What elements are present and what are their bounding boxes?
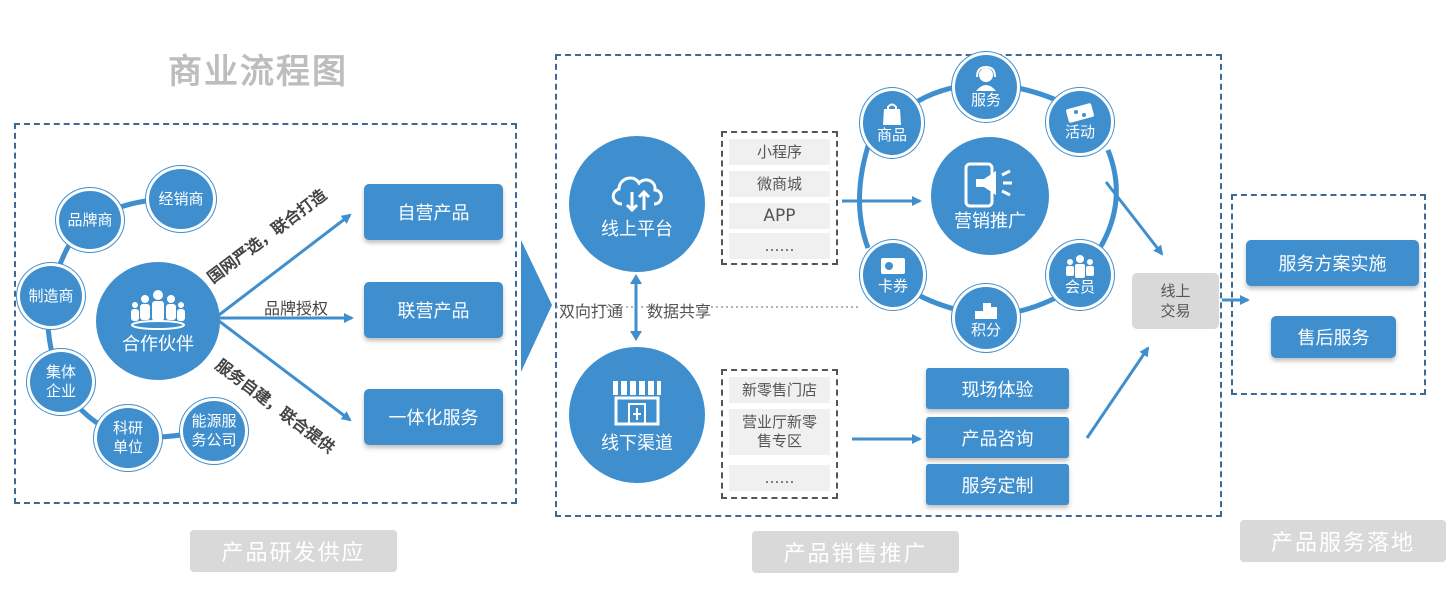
- online-trade-label: 线上交易: [1160, 282, 1191, 320]
- product-self-operated: 自营产品: [364, 184, 503, 240]
- marketing-center-label: 营销推广: [954, 210, 1026, 232]
- link-label-bidirectional: 双向打通: [559, 302, 624, 321]
- group-icon: [131, 289, 185, 330]
- offline-channel-node: 线下渠道: [569, 347, 705, 483]
- marketing-activity-node: 活动: [1046, 88, 1114, 156]
- list-item: 营业厅新零售专区: [729, 409, 830, 455]
- section-label-sales: 产品销售推广: [752, 531, 959, 573]
- list-item: 微商城: [729, 171, 830, 197]
- sales-section-box: [555, 54, 1222, 517]
- marketing-member-node: 会员: [1046, 240, 1114, 310]
- card-icon: [881, 257, 905, 274]
- service-plan-implementation: 服务方案实施: [1246, 240, 1419, 286]
- product-joint-operated: 联营产品: [364, 282, 503, 338]
- partners-center-label: 合作伙伴: [122, 333, 194, 355]
- after-sales-service: 售后服务: [1271, 316, 1396, 358]
- marketing-ring-label: 商品: [876, 125, 907, 144]
- partner-label: 制造商: [28, 286, 74, 305]
- list-item: 新零售门店: [729, 377, 830, 403]
- offline-channel-label: 线下渠道: [601, 432, 673, 454]
- partner-node-energy: 能源服务公司: [180, 398, 248, 464]
- marketing-ring-label: 活动: [1064, 122, 1095, 141]
- mode-label-brand-license: 品牌授权: [264, 299, 329, 318]
- marketing-service-node: 服务: [952, 52, 1020, 122]
- offline-service-experience: 现场体验: [926, 368, 1069, 409]
- partner-node-distributor: 经销商: [146, 166, 216, 232]
- marketing-ring-label: 服务: [970, 90, 1001, 109]
- partner-label: 品牌商: [67, 210, 113, 229]
- ticket-icon: [1066, 102, 1094, 123]
- marketing-ring-label: 卡券: [877, 276, 908, 295]
- partner-label: 经销商: [158, 189, 204, 208]
- offline-service-consulting: 产品咨询: [926, 417, 1069, 458]
- members-icon: [1066, 254, 1094, 278]
- offline-items-list: 新零售门店 营业厅新零售专区 ……: [721, 369, 838, 499]
- partner-node-brand: 品牌商: [56, 188, 124, 252]
- page-title: 商业流程图: [168, 52, 348, 92]
- customer-service-icon: [976, 65, 996, 91]
- shopping-bag-icon: [883, 103, 901, 125]
- partner-node-manufacturer: 制造商: [17, 263, 85, 329]
- cloud-upload-icon: [611, 176, 663, 212]
- partners-center-node: 合作伙伴: [96, 262, 220, 380]
- rd-section-box: [14, 123, 517, 504]
- partner-label: 能源服务公司: [191, 412, 237, 449]
- section-label-service: 产品服务落地: [1240, 520, 1446, 562]
- marketing-ring-label: 积分: [970, 320, 1001, 339]
- online-platform-node: 线上平台: [569, 136, 705, 272]
- partner-label: 科研单位: [112, 419, 143, 456]
- online-trade-box: 线上交易: [1132, 273, 1219, 329]
- list-item: ……: [729, 233, 830, 259]
- partner-node-research: 科研单位: [94, 405, 162, 471]
- marketing-goods-node: 商品: [860, 88, 924, 158]
- list-item: ……: [729, 465, 830, 491]
- marketing-ring-label: 会员: [1064, 277, 1095, 296]
- offline-service-customization: 服务定制: [926, 464, 1069, 505]
- coins-icon: [975, 302, 997, 319]
- product-integrated-service: 一体化服务: [364, 389, 503, 445]
- marketing-center-node: 营销推广: [931, 137, 1049, 255]
- link-label-data-sharing: 数据共享: [647, 302, 712, 321]
- section-label-rd: 产品研发供应: [190, 530, 397, 572]
- phone-megaphone-icon: [964, 162, 1012, 207]
- online-items-list: 小程序 微商城 APP ……: [721, 131, 838, 265]
- online-platform-label: 线上平台: [601, 218, 673, 240]
- storefront-icon: [613, 380, 661, 425]
- partner-node-collective: 集体企业: [27, 349, 95, 415]
- partner-label: 集体企业: [45, 363, 76, 400]
- list-item: APP: [729, 203, 830, 229]
- marketing-coupon-node: 卡券: [860, 240, 926, 310]
- list-item: 小程序: [729, 139, 830, 165]
- marketing-points-node: 积分: [952, 284, 1020, 352]
- service-section-box: [1231, 194, 1426, 395]
